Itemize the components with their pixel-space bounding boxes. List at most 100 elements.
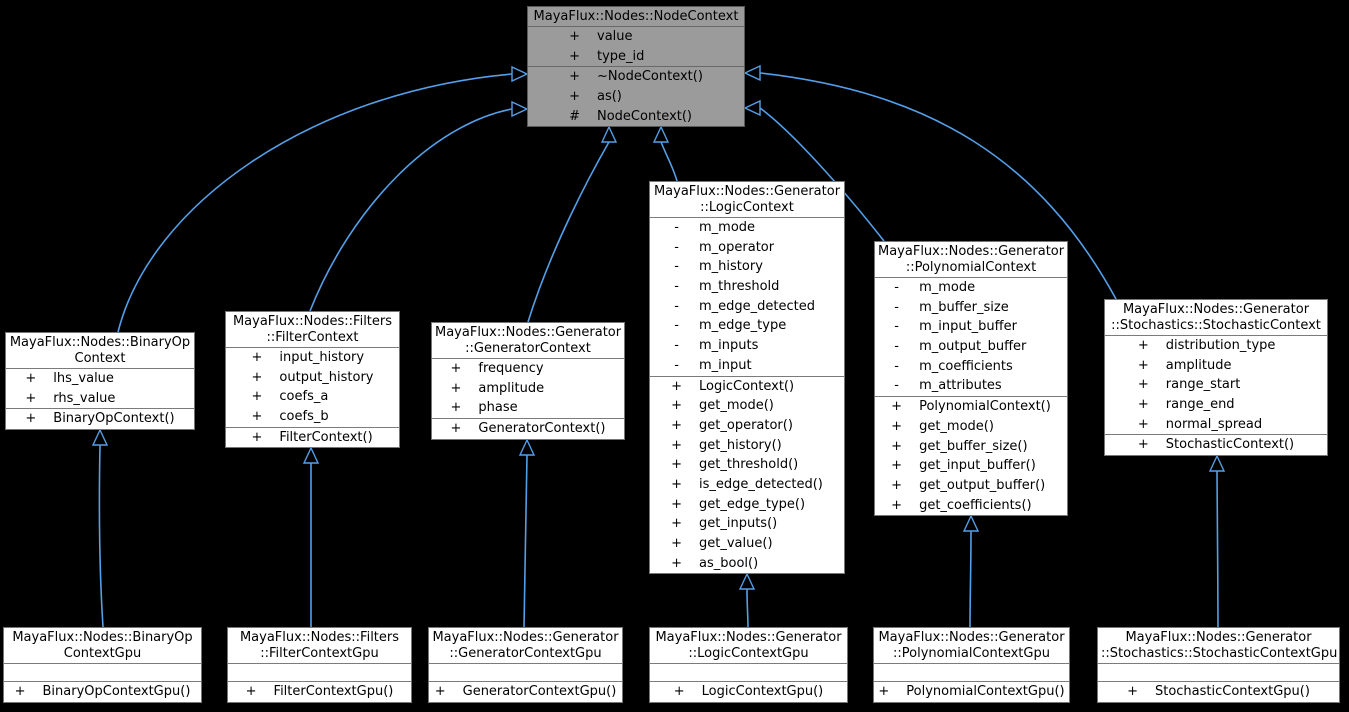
member-visibility: -	[674, 279, 679, 295]
member-name: get_buffer_size()	[919, 438, 1028, 454]
member-visibility: +	[671, 555, 683, 571]
member-name: range_end	[1165, 397, 1235, 413]
class-box-logic-context-gpu[interactable]: MayaFlux::Nodes::Generator::LogicContext…	[649, 627, 848, 703]
member-name: m_coefficients	[919, 358, 1013, 374]
member-name: value	[597, 29, 633, 44]
class-title-line: ::LogicContext	[700, 200, 794, 215]
member-name: BinaryOpContext()	[53, 411, 175, 427]
class-title-line: MayaFlux::Nodes::BinaryOp	[9, 335, 191, 350]
member-name: get_history()	[699, 437, 782, 453]
member-name: lhs_value	[53, 371, 114, 386]
member-name: LogicContextGpu()	[701, 684, 824, 699]
class-title-line: ::LogicContextGpu	[688, 646, 809, 661]
section-separator	[874, 681, 1069, 682]
section-separator	[528, 26, 744, 27]
member-name: m_threshold	[699, 279, 780, 295]
section-separator	[1098, 681, 1339, 682]
member-name: GeneratorContext()	[478, 421, 606, 437]
member-name: m_edge_detected	[699, 298, 816, 314]
class-title-line: ::GeneratorContextGpu	[449, 646, 602, 661]
inheritance-arrowhead	[1208, 454, 1226, 472]
class-box-node-context[interactable]: MayaFlux::Nodes::NodeContext+ value+ type_…	[527, 6, 745, 128]
member-name: rhs_value	[53, 390, 116, 406]
class-box-filter-context[interactable]: MayaFlux::Nodes::Filters::FilterContext+…	[225, 311, 400, 449]
member-visibility: +	[1127, 684, 1138, 699]
member-name: BinaryOpContextGpu()	[42, 684, 191, 699]
section-separator	[432, 358, 624, 359]
member-name: amplitude	[1165, 357, 1232, 373]
inheritance-arrowhead	[91, 428, 109, 446]
class-title-line: MayaFlux::Nodes::BinaryOp	[12, 630, 193, 645]
member-visibility: +	[569, 89, 580, 105]
class-title-line: MayaFlux::Nodes::Generator	[1122, 302, 1310, 317]
class-box-polynomial-context[interactable]: MayaFlux::Nodes::Generator::PolynomialCo…	[874, 241, 1068, 517]
class-title-line: ::GeneratorContext	[465, 341, 591, 356]
class-title-line: MayaFlux::Nodes::NodeContext	[533, 9, 739, 24]
member-name: coefs_a	[279, 389, 329, 405]
member-name: as()	[597, 89, 622, 105]
class-title-line: ContextGpu	[63, 646, 142, 661]
member-name: get_operator()	[699, 417, 793, 433]
empty-members-row	[1098, 664, 1339, 681]
section-separator	[226, 347, 399, 348]
class-title-line: MayaFlux::Nodes::Filters	[232, 314, 393, 329]
class-box-stochastic-context[interactable]: MayaFlux::Nodes::Generator::Stochastics:…	[1104, 299, 1328, 457]
member-name: get_input_buffer()	[919, 458, 1036, 474]
member-name: input_history	[279, 350, 365, 365]
class-title-line: MayaFlux::Nodes::Generator	[653, 184, 841, 199]
member-name: PolynomialContext()	[919, 399, 1051, 415]
inheritance-arrowhead	[600, 125, 618, 143]
member-visibility: -	[674, 318, 679, 334]
member-visibility: +	[671, 536, 683, 551]
member-visibility: +	[1137, 357, 1149, 373]
section-separator	[650, 663, 847, 664]
section-separator	[228, 663, 411, 664]
member-visibility: -	[674, 298, 679, 314]
class-box-generator-context[interactable]: MayaFlux::Nodes::Generator::GeneratorCon…	[431, 322, 625, 440]
inheritance-arrowhead	[962, 514, 980, 532]
member-visibility: +	[434, 684, 446, 699]
member-name: PolynomialContextGpu()	[906, 684, 1065, 699]
class-box-filter-context-gpu[interactable]: MayaFlux::Nodes::Filters::FilterContextG…	[227, 627, 412, 703]
member-visibility: +	[1137, 338, 1149, 353]
class-box-polynomial-context-gpu[interactable]: MayaFlux::Nodes::Generator::PolynomialCo…	[873, 627, 1070, 703]
class-box-generator-context-gpu[interactable]: MayaFlux::Nodes::Generator::GeneratorCon…	[428, 627, 623, 703]
class-title-line: ::FilterContext	[266, 330, 359, 345]
member-visibility: +	[891, 497, 903, 513]
class-box-stochastic-context-gpu[interactable]: MayaFlux::Nodes::Generator::Stochastics:…	[1097, 627, 1340, 703]
section-separator	[1098, 663, 1339, 664]
member-visibility: +	[569, 69, 580, 85]
class-box-logic-context[interactable]: MayaFlux::Nodes::Generator::LogicContext…	[649, 181, 845, 575]
section-separator	[874, 663, 1069, 664]
empty-members-row	[429, 664, 622, 681]
inheritance-edge-binary-op-context	[117, 73, 513, 333]
member-visibility: +	[891, 438, 903, 454]
member-visibility: +	[673, 684, 685, 699]
member-name: m_mode	[919, 280, 976, 295]
member-visibility: +	[450, 380, 462, 396]
class-title-line: MayaFlux::Nodes::Generator	[432, 630, 619, 645]
inheritance-edge-logic-context	[660, 141, 678, 182]
inheritance-edge-filter-context	[309, 108, 513, 312]
inheritance-edge-stochastic-context	[759, 72, 1117, 300]
class-title-line: Context	[74, 351, 126, 366]
member-visibility: +	[251, 429, 263, 445]
section-separator	[6, 368, 194, 369]
section-separator	[429, 663, 622, 664]
section-separator	[6, 408, 194, 410]
class-title-line: MayaFlux::Nodes::Generator	[878, 630, 1065, 645]
member-visibility: +	[1137, 437, 1149, 453]
member-name: NodeContext()	[597, 108, 692, 124]
member-visibility: +	[671, 496, 683, 512]
member-name: type_id	[597, 48, 645, 64]
member-visibility: -	[894, 339, 899, 355]
section-separator	[226, 426, 399, 428]
member-visibility: +	[671, 398, 683, 414]
member-visibility: +	[251, 389, 263, 405]
inheritance-edge-binary-op-context-gpu	[98, 444, 104, 628]
section-separator	[1105, 434, 1327, 436]
